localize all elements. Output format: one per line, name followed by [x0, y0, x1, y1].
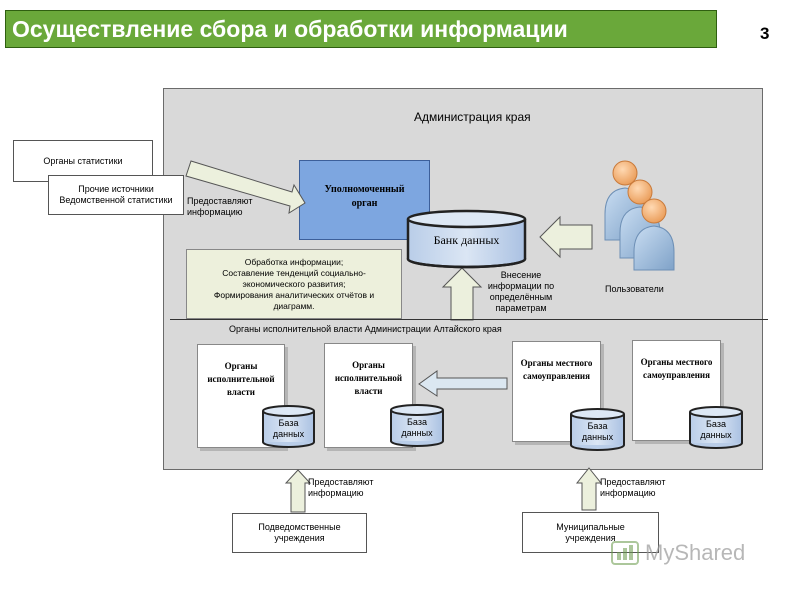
other-sources-label: Прочие источники Ведомственной статистик… — [59, 184, 173, 205]
db-label-2: База данных — [401, 417, 433, 438]
statistics-bodies-label: Органы статистики — [43, 155, 123, 166]
unit-card-2-label: Органы исполнительной власти — [334, 360, 403, 396]
arrow-users-to-bank — [539, 215, 593, 259]
users-icon — [604, 160, 675, 271]
unit-card-4-label: Органы местного самоуправления — [640, 356, 713, 380]
municipal-institutions-box: Муниципальные учреждения — [522, 512, 659, 553]
users-label: Пользователи — [605, 284, 664, 294]
arrow-municipal-to-executive — [418, 370, 508, 397]
db-label-4: База данных — [700, 419, 732, 440]
arrow-municipal-up — [575, 467, 603, 511]
processing-box: Обработка информации; Составление тенден… — [186, 249, 402, 319]
authorized-body-label: Уполномоченный орган — [324, 184, 405, 209]
data-bank-cylinder — [406, 209, 527, 269]
watermark-text: MyShared — [645, 540, 746, 565]
db-label-1: База данных — [272, 418, 305, 439]
unit-card-4: Органы местного самоуправления — [632, 340, 721, 441]
other-sources-box: Прочие источники Ведомственной статистик… — [48, 175, 184, 215]
db-cylinder-4 — [689, 406, 743, 449]
executive-bodies-label: Органы исполнительной власти Администрац… — [229, 324, 502, 334]
municipal-institutions-label: Муниципальные учреждения — [556, 521, 625, 543]
unit-card-3-label: Органы местного самоуправления — [520, 357, 593, 381]
subordinate-institutions-label: Подведомственные учреждения — [258, 522, 341, 543]
unit-card-1-label: Органы исполнительной власти — [207, 360, 275, 397]
arrow-entry-up — [441, 267, 483, 321]
data-bank-label: Банк данных — [433, 233, 500, 247]
arrow-sources-to-authorized — [185, 160, 306, 214]
slide-title: Осуществление сбора и обработки информац… — [12, 16, 568, 42]
administration-title: Администрация края — [414, 110, 531, 124]
entry-params-label: Внесение информации по определённым пара… — [487, 270, 555, 313]
slide-number: 3 — [760, 24, 770, 43]
db-cylinder-2 — [390, 404, 444, 447]
watermark-logo-icon — [611, 541, 639, 565]
db-cylinder-3 — [570, 408, 625, 451]
provide-info-right-label: Предоставляют информацию — [600, 477, 666, 498]
title-bar — [5, 10, 717, 48]
subordinate-institutions-box: Подведомственные учреждения — [232, 513, 367, 553]
arrow-subordinate-up — [284, 469, 312, 513]
section-divider — [170, 319, 768, 320]
processing-text: Обработка информации; Составление тенден… — [213, 256, 375, 311]
provide-info-left-label: Предоставляют информацию — [308, 477, 374, 498]
db-label-3: База данных — [581, 421, 614, 442]
db-cylinder-1 — [262, 405, 315, 448]
provide-info-top-label: Предоставляют информацию — [187, 196, 253, 217]
unit-card-3: Органы местного самоуправления — [512, 341, 601, 442]
